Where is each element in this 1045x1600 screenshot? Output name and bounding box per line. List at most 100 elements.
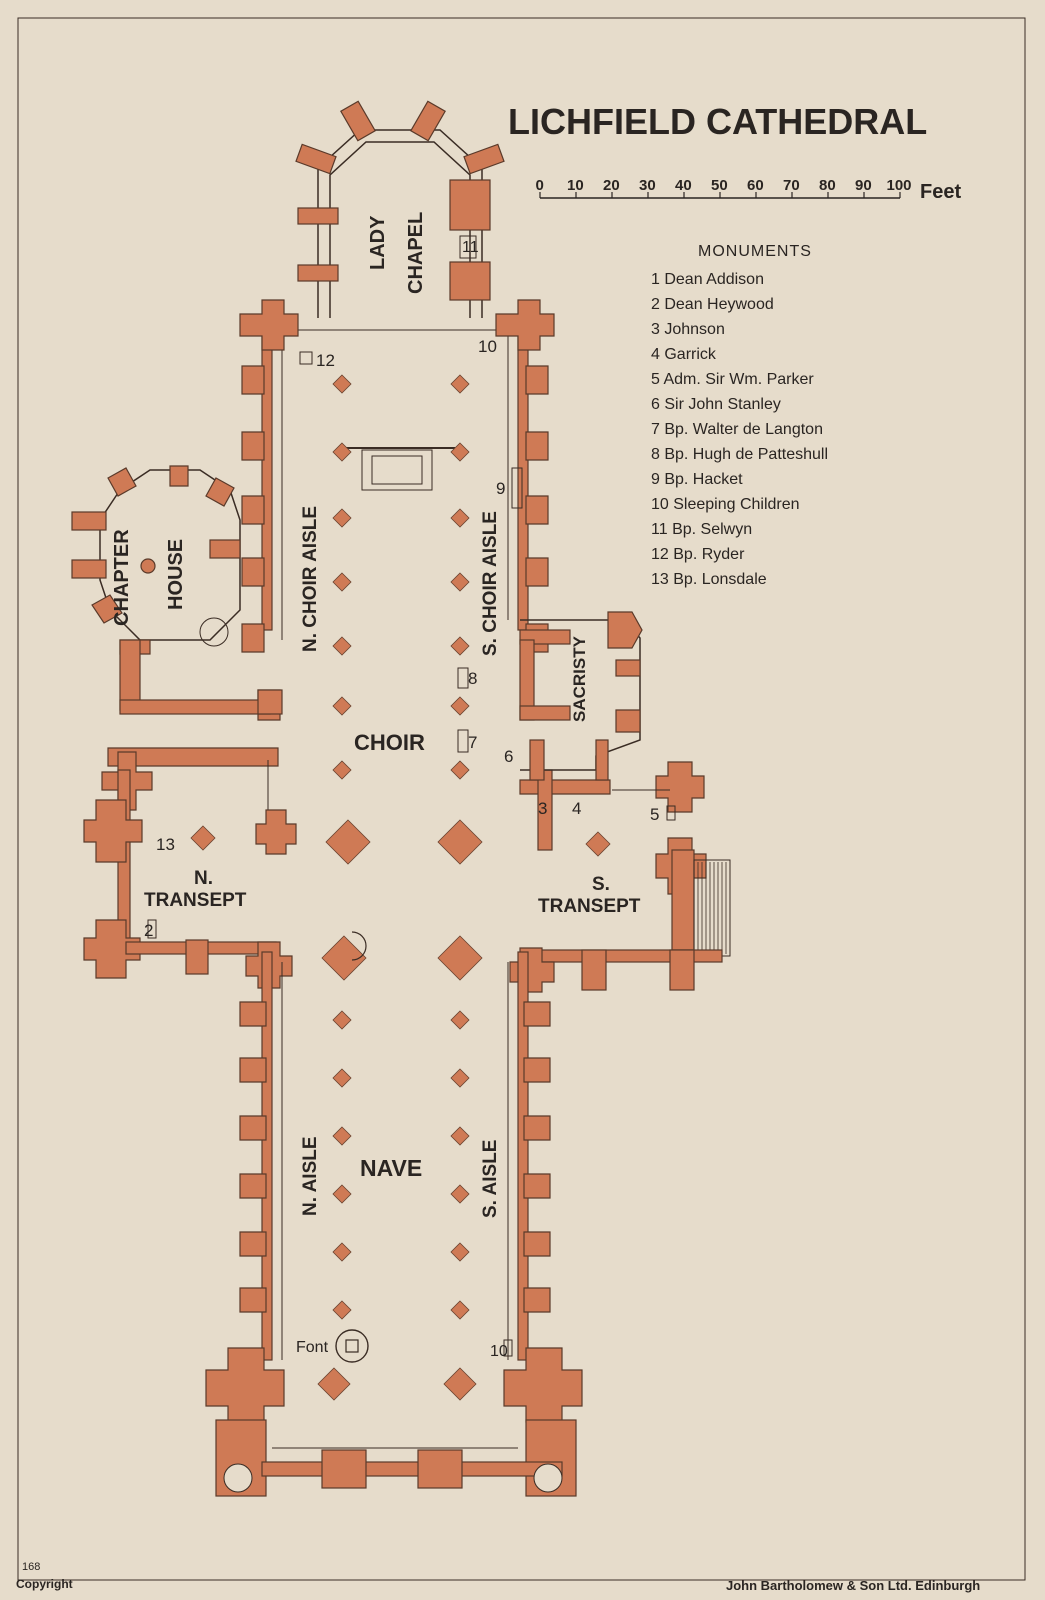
label-font: Font [296,1339,329,1356]
arcade-pier [450,636,470,656]
label-s-transept-s: S. [592,874,610,895]
floor-plan [71,100,731,1497]
scale-tick-label: 40 [675,177,692,194]
buttress [525,495,549,525]
monument-name: Bp. Walter de Langton [664,421,823,438]
monument-item: 10 Sleeping Children [651,496,800,513]
map-border [17,17,1026,1581]
scale-tick-label: 30 [639,177,656,194]
scale-tick-label: 10 [567,177,584,194]
arcade-pier [443,1367,477,1401]
arcade-pier [450,572,470,592]
monument-name: Johnson [664,321,725,338]
monument-number: 10 [651,496,673,513]
monument-number: 4 [651,346,664,363]
monument-item: 2 Dean Heywood [651,296,774,313]
label-s-choir-aisle: S. CHOIR AISLE [480,511,501,656]
monuments-heading: MONUMENTS [698,243,812,260]
marker-9: 9 [496,479,505,498]
map-title: LICHFIELD CATHEDRAL [508,101,927,142]
monument-number: 2 [651,296,664,313]
monument-name: Sir John Stanley [664,396,781,413]
label-nave: NAVE [360,1155,422,1181]
monument-name: Bp. Lonsdale [673,571,767,588]
arcade-pier [450,1126,470,1146]
monument-name: Bp. Selwyn [672,521,752,538]
label-house: HOUSE [165,539,187,610]
arcade-pier [450,1300,470,1320]
monument-number: 7 [651,421,664,438]
arcade-pier [332,572,352,592]
arcade-pier [332,1242,352,1262]
arcade-pier [332,442,352,462]
scale-tick-label: 20 [603,177,620,194]
buttress [523,1287,551,1313]
monument-item: 12 Bp. Ryder [651,546,745,563]
buttress [239,1173,267,1199]
arcade-pier [332,1068,352,1088]
monument-name: Garrick [664,346,717,363]
monument-item: 3 Johnson [651,321,725,338]
arcade-pier [450,1010,470,1030]
label-chapter: CHAPTER [111,529,133,626]
label-s-aisle: S. AISLE [480,1140,501,1218]
buttress [523,1115,551,1141]
buttress [239,1115,267,1141]
monument-item: 13 Bp. Lonsdale [651,571,767,588]
buttress [523,1001,551,1027]
arcade-pier [332,1184,352,1204]
marker-10-choir: 10 [478,337,497,356]
buttress [241,623,265,653]
monument-item: 11 Bp. Selwyn [651,521,752,538]
buttress [239,1057,267,1083]
buttress [239,1001,267,1027]
label-chapel: CHAPEL [405,212,427,294]
monument-number: 12 [651,546,673,563]
arcade-pier [332,1126,352,1146]
monument-name: Dean Heywood [664,296,773,313]
monument-item: 1 Dean Addison [651,271,764,288]
marker-6: 6 [504,747,513,766]
arcade-pier [450,1068,470,1088]
monument-name: Dean Addison [664,271,764,288]
label-sacristy: SACRISTY [570,635,589,722]
scale-tick-label: 0 [536,177,544,194]
marker-4: 4 [572,799,581,818]
marker-10-nave: 10 [490,1343,508,1360]
monument-number: 11 [651,521,672,538]
monument-number: 6 [651,396,664,413]
arcade-pier [450,760,470,780]
monument-number: 8 [651,446,664,463]
buttress [525,431,549,461]
arcade-pier [450,442,470,462]
marker-13: 13 [156,835,175,854]
monument-number: 9 [651,471,664,488]
marker-8: 8 [468,669,477,688]
marker-11: 11 [462,239,479,256]
arcade-pier [317,1367,351,1401]
arcade-pier [450,508,470,528]
monument-item: 5 Adm. Sir Wm. Parker [651,371,814,388]
label-choir: CHOIR [354,730,425,755]
label-n-transept: TRANSEPT [144,890,247,911]
label-n-transept-n: N. [194,868,213,889]
label-n-choir-aisle: N. CHOIR AISLE [300,506,321,652]
buttress [241,557,265,587]
scale-tick-label: 70 [783,177,800,194]
scale-tick-label: 50 [711,177,728,194]
arcade-pier [332,1300,352,1320]
monument-name: Sleeping Children [673,496,799,513]
monument-item: 7 Bp. Walter de Langton [651,421,823,438]
monument-item: 6 Sir John Stanley [651,396,781,413]
marker-12: 12 [316,351,335,370]
monuments-list: 1 Dean Addison 2 Dean Heywood 3 Johnson 4 G… [651,271,828,588]
arcade-pier [332,760,352,780]
arcade-pier [332,1010,352,1030]
buttress [239,1287,267,1313]
monument-name: Bp. Ryder [673,546,745,563]
area-labels: LADY CHAPEL CHAPTER HOUSE N. CHOIR AISLE… [111,212,641,1356]
marker-3: 3 [538,799,547,818]
monument-markers: 11 10 12 9 8 7 6 3 4 5 13 2 10 [144,239,659,1360]
marker-2: 2 [144,921,153,940]
